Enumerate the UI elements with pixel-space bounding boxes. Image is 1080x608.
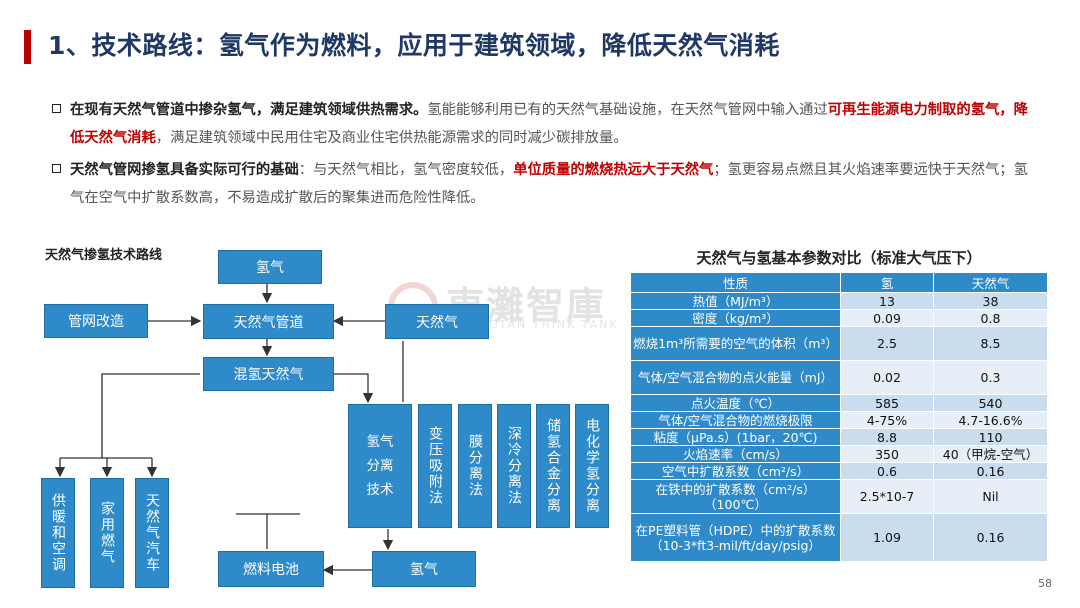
method-cryogenic-box: 深冷分离法 bbox=[497, 404, 531, 528]
square-bullet-icon bbox=[52, 104, 61, 113]
bullet-list: 在现有天然气管道中掺杂氢气，满足建筑领域供热需求。氢能能够利用已有的天然气基础设… bbox=[52, 96, 1037, 216]
table-title: 天然气与氢基本参数对比（标准大气压下） bbox=[696, 249, 982, 267]
table-header: 氢 bbox=[840, 272, 934, 293]
hydrogen-value-cell: 0.09 bbox=[840, 309, 934, 327]
property-cell: 燃烧1m³所需要的空气的体积（m³） bbox=[630, 326, 841, 361]
table-header-row: 性质 氢 天然气 bbox=[630, 272, 1048, 293]
bullet-text: 氢能能够利用已有的天然气基础设施，在天然气管网中输入通过 bbox=[427, 102, 828, 118]
table-row: 在PE塑料管（HDPE）中的扩散系数（10-3*ft3-mil/ft/day/p… bbox=[630, 513, 1048, 562]
mixed-gas-box: 混氢天然气 bbox=[203, 357, 334, 391]
natural-gas-value-cell: 8.5 bbox=[933, 326, 1048, 361]
hydrogen-value-cell: 350 bbox=[840, 445, 934, 463]
hydrogen-value-cell: 2.5 bbox=[840, 326, 934, 361]
hydrogen-output-box: 氢气 bbox=[372, 551, 476, 587]
pipe-reform-box: 管网改造 bbox=[44, 304, 148, 338]
bullet-item: 天然气管网掺氢具备实际可行的基础：与天然气相比，氢气密度较低，单位质量的燃烧热远… bbox=[52, 156, 1037, 212]
hydrogen-value-cell: 2.5*10-7 bbox=[840, 479, 934, 514]
bullet-highlight: 可再生能源电力制取的氢气，降低天然气消耗 bbox=[70, 102, 1028, 146]
property-cell: 粘度（μPa.s）(1bar，20℃) bbox=[630, 428, 841, 446]
bullet-text: ：与天然气相比，氢气密度较低， bbox=[298, 162, 514, 178]
property-cell: 气体/空气混合物的燃烧极限 bbox=[630, 411, 841, 429]
bullet-text: ，满足建筑领域中民用住宅及商业住宅供热能源需求的同时减少碳排放量。 bbox=[155, 130, 628, 146]
natural-gas-value-cell: 0.8 bbox=[933, 309, 1048, 327]
property-cell: 火焰速率（cm/s） bbox=[630, 445, 841, 463]
natural-gas-value-cell: 0.16 bbox=[933, 513, 1048, 562]
separation-tech-box: 氢气 分离 技术 bbox=[348, 404, 412, 528]
natural-gas-value-cell: 4.7-16.6% bbox=[933, 411, 1048, 429]
hydrogen-value-cell: 0.02 bbox=[840, 360, 934, 395]
natural-gas-value-cell: Nil bbox=[933, 479, 1048, 514]
method-psa-box: 变压吸附法 bbox=[418, 404, 452, 528]
hydrogen-value-cell: 8.8 bbox=[840, 428, 934, 446]
natural-gas-value-cell: 38 bbox=[933, 292, 1048, 310]
property-cell: 气体/空气混合物的点火能量（mJ） bbox=[630, 360, 841, 395]
property-cell: 热值（MJ/m³） bbox=[630, 292, 841, 310]
bullet-item: 在现有天然气管道中掺杂氢气，满足建筑领域供热需求。氢能能够利用已有的天然气基础设… bbox=[52, 96, 1037, 152]
flow-title: 天然气掺氢技术路线 bbox=[45, 248, 163, 263]
page-title: 1、技术路线：氢气作为燃料，应用于建筑领域，降低天然气消耗 bbox=[48, 31, 780, 60]
method-electrochem-box: 电化学氢分离 bbox=[575, 404, 609, 528]
use-household-box: 家用燃气 bbox=[90, 478, 124, 588]
bullet-highlight: 单位质量的燃烧热远大于天然气 bbox=[513, 162, 714, 178]
natural-gas-value-cell: 0.3 bbox=[933, 360, 1048, 395]
hydrogen-value-cell: 4-75% bbox=[840, 411, 934, 429]
bullet-text: ；氢更容易点燃且其火焰速率要远快于天然气；氢气在空气中扩散系数高，不易造成扩散后… bbox=[70, 162, 1028, 206]
hydrogen-source-box: 氢气 bbox=[218, 250, 322, 284]
gas-pipeline-box: 天然气管道 bbox=[203, 304, 334, 339]
fuel-cell-box: 燃料电池 bbox=[218, 551, 324, 587]
natural-gas-value-cell: 0.16 bbox=[933, 462, 1048, 480]
watermark-subtext: DONGTAN THINK TANK bbox=[458, 318, 619, 331]
hydrogen-value-cell: 1.09 bbox=[840, 513, 934, 562]
hydrogen-value-cell: 13 bbox=[840, 292, 934, 310]
natural-gas-value-cell: 40（甲烷-空气） bbox=[933, 445, 1048, 463]
property-cell: 空气中扩散系数（cm²/s） bbox=[630, 462, 841, 480]
table-header: 天然气 bbox=[933, 272, 1048, 293]
natural-gas-value-cell: 110 bbox=[933, 428, 1048, 446]
natural-gas-value-cell: 540 bbox=[933, 394, 1048, 412]
hydrogen-value-cell: 0.6 bbox=[840, 462, 934, 480]
title-accent-bar bbox=[24, 30, 31, 64]
square-bullet-icon bbox=[52, 164, 61, 173]
method-membrane-box: 膜分离法 bbox=[458, 404, 492, 528]
property-cell: 密度（kg/m³） bbox=[630, 309, 841, 327]
bullet-bold: 天然气管网掺氢具备实际可行的基础 bbox=[70, 162, 299, 178]
property-cell: 在PE塑料管（HDPE）中的扩散系数（10-3*ft3-mil/ft/day/p… bbox=[630, 513, 841, 562]
use-heating-box: 供暖和空调 bbox=[41, 478, 75, 588]
table-header: 性质 bbox=[630, 272, 841, 293]
use-vehicle-box: 天然气汽车 bbox=[135, 478, 169, 588]
natural-gas-box: 天然气 bbox=[385, 304, 489, 339]
method-alloy-box: 储氢合金分离 bbox=[536, 404, 570, 528]
page-number: 58 bbox=[1038, 577, 1052, 590]
property-cell: 点火温度（℃） bbox=[630, 394, 841, 412]
hydrogen-value-cell: 585 bbox=[840, 394, 934, 412]
property-cell: 在铁中的扩散系数（cm²/s）（100℃） bbox=[630, 479, 841, 514]
bullet-bold: 在现有天然气管道中掺杂氢气，满足建筑领域供热需求。 bbox=[70, 102, 428, 118]
